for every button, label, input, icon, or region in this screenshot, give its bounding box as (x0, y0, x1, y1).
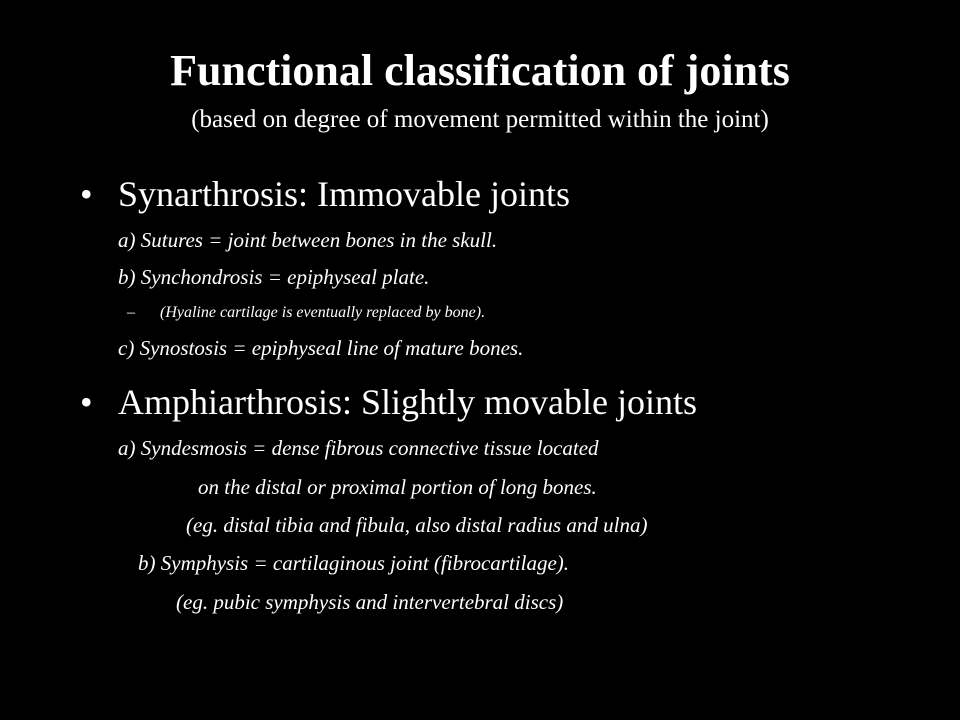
section-heading-synarthrosis: Synarthrosis: Immovable joints (118, 174, 570, 214)
list-item-synchondrosis: b) Synchondrosis = epiphyseal plate. (118, 265, 430, 289)
list-item-symphysis: b) Symphysis = cartilaginous joint (fibr… (138, 551, 570, 575)
bullet-dot: • (80, 174, 93, 214)
slide-subtitle: (based on degree of movement permitted w… (191, 106, 769, 133)
list-item-sutures: a) Sutures = joint between bones in the … (118, 228, 498, 252)
list-item-syndesmosis: a) Syndesmosis = dense fibrous connectiv… (118, 436, 599, 460)
list-item-symphysis-example: (eg. pubic symphysis and intervertebral … (176, 590, 564, 614)
section-heading-amphiarthrosis: Amphiarthrosis: Slightly movable joints (118, 382, 697, 422)
list-item-hyaline-note: (Hyaline cartilage is eventually replace… (160, 304, 486, 321)
dash-marker: – (127, 304, 135, 321)
list-item-synostosis: c) Synostosis = epiphyseal line of matur… (118, 336, 524, 360)
bullet-dot: • (80, 382, 93, 422)
slide-title: Functional classification of joints (170, 46, 790, 95)
list-item-syndesmosis-example: (eg. distal tibia and fibula, also dista… (186, 513, 648, 537)
list-item-syndesmosis-cont: on the distal or proximal portion of lon… (198, 475, 597, 499)
